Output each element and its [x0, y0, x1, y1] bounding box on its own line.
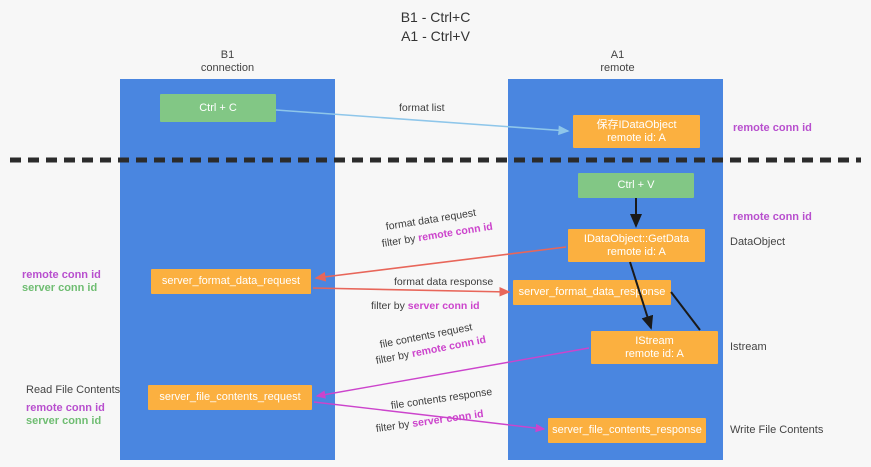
node-ctrl-c[interactable]: Ctrl + C [160, 94, 276, 122]
label-left-read-file-contents: Read File Contents [26, 384, 121, 396]
filter-value-4: server conn id [411, 407, 485, 430]
node-idataobject-getdata[interactable]: IDataObject::GetData remote id: A [568, 229, 705, 262]
label-right-write-file-contents: Write File Contents [730, 424, 824, 436]
node-istream[interactable]: IStream remote id: A [591, 331, 718, 364]
node-server-format-data-request[interactable]: server_format_data_request [151, 269, 311, 294]
edge-label-format-data-response: format data response [394, 276, 494, 288]
node-server-file-contents-request[interactable]: server_file_contents_request [148, 385, 312, 410]
label-left-remote-conn-id-2: remote conn id [26, 402, 105, 414]
label-right-remote-conn-id-mid: remote conn id [733, 211, 812, 223]
filter-prefix-4: filter by [375, 417, 414, 435]
label-left-server-conn-id-2: server conn id [26, 415, 102, 427]
lane-title-a1: A1 remote [600, 49, 635, 74]
filter-value-2: server conn id [407, 300, 480, 312]
label-right-istream: Istream [730, 341, 767, 353]
label-right-remote-conn-id-top: remote conn id [733, 122, 812, 134]
page-title: B1 - Ctrl+C A1 - Ctrl+V [400, 9, 471, 44]
edge-label-format-data-response-filter: filter by server conn id [371, 300, 480, 313]
node-ctrl-v[interactable]: Ctrl + V [578, 173, 694, 198]
filter-prefix-2: filter by [371, 300, 408, 312]
edge-label-format-list: format list [399, 102, 445, 114]
label-left-remote-conn-id: remote conn id [22, 269, 101, 281]
label-left-server-conn-id: server conn id [22, 282, 98, 294]
lane-title-b1: B1 connection [200, 49, 255, 74]
filter-prefix-1: filter by [380, 232, 420, 250]
node-server-format-data-response[interactable]: server_format_data_response [513, 280, 671, 305]
label-right-dataobject: DataObject [730, 236, 786, 248]
node-server-file-contents-response[interactable]: server_file_contents_response [548, 418, 706, 443]
node-idataobject-remote[interactable]: 保存IDataObject remote id: A [573, 115, 700, 148]
